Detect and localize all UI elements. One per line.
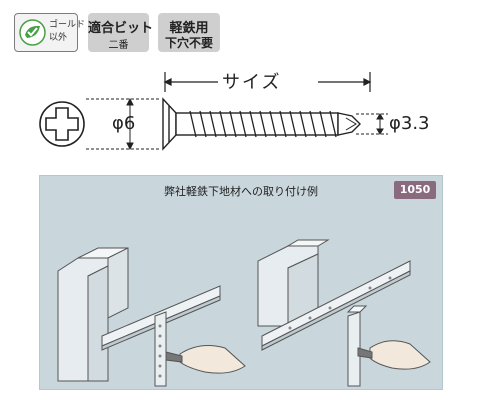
right-stud-illustration xyxy=(257,239,411,387)
length-dimension xyxy=(163,72,372,92)
bit-badge-title: 適合ビット xyxy=(88,21,154,36)
eco-badge-text: ゴールド 以外 xyxy=(49,19,85,45)
right-rail-holes xyxy=(288,276,392,330)
eco-line2: 以外 xyxy=(49,33,68,43)
head-diameter-label: φ6 xyxy=(112,113,136,134)
hole-badge: 軽鉄用 下穴不要 xyxy=(158,13,220,52)
head-diameter-dimension xyxy=(86,97,160,151)
bit-badge: 適合ビット 二番 xyxy=(88,13,154,52)
tip-diameter-dimension xyxy=(356,113,388,135)
screw-threads xyxy=(189,110,337,138)
screw-diagram xyxy=(39,72,388,151)
phillips-head-icon xyxy=(39,101,85,147)
left-hand-with-screwdriver xyxy=(165,345,246,374)
length-label: サイズ xyxy=(222,72,282,93)
leaf-check-icon xyxy=(19,19,46,46)
tip-diameter-label: φ3.3 xyxy=(389,113,430,134)
hole-badge-title: 軽鉄用 xyxy=(169,21,209,36)
bit-badge-sub: 二番 xyxy=(108,40,129,51)
installation-example-panel: 弊社軽鉄下地材への取り付け例 1050 xyxy=(39,175,443,390)
eco-line1: ゴールド xyxy=(49,20,86,30)
product-code-badge: 1050 xyxy=(394,181,436,199)
left-rail-holes xyxy=(158,324,162,378)
screw-side-view xyxy=(162,97,361,151)
right-hand-with-screwdriver xyxy=(357,340,431,370)
left-stud-illustration xyxy=(57,247,221,387)
eco-badge: ゴールド 以外 xyxy=(14,13,85,52)
hole-badge-sub: 下穴不要 xyxy=(164,36,213,50)
panel-title: 弊社軽鉄下地材への取り付け例 xyxy=(164,185,318,198)
installation-illustration xyxy=(57,239,431,387)
